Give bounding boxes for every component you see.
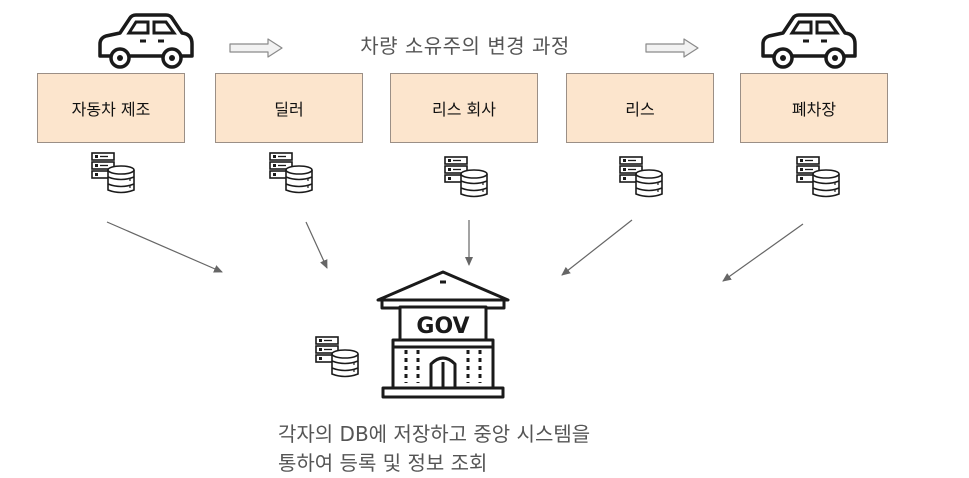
car-icon-right <box>761 13 857 69</box>
arrow-scrapyard-to-gov <box>722 223 804 282</box>
government-building-icon <box>376 270 510 399</box>
stage-box-lease: 리스 <box>566 73 714 143</box>
database-icon-lease <box>619 156 663 198</box>
connector-arrows <box>106 219 804 282</box>
stage-box-leasing-company: 리스 회사 <box>390 73 538 143</box>
stage-box-manufacturer: 자동차 제조 <box>37 73 185 143</box>
stage-box-scrapyard: 폐차장 <box>740 73 888 143</box>
gov-sign-text: GOV <box>416 314 469 339</box>
flow-arrow-right <box>645 38 699 58</box>
database-icon-manufacturer <box>91 152 135 194</box>
arrow-dealer-to-gov <box>305 221 328 269</box>
database-icon-scrapyard <box>796 156 840 198</box>
stage-box-dealer: 딜러 <box>215 73 363 143</box>
database-icon-leasing-company <box>444 156 488 198</box>
caption-line-2: 통하여 등록 및 정보 조회 <box>278 451 488 475</box>
arrow-manufacturer-to-gov <box>106 221 223 273</box>
database-icon-dealer <box>269 152 313 194</box>
caption: 각자의 DB에 저장하고 중앙 시스템을 통하여 등록 및 정보 조회 <box>278 420 698 478</box>
caption-line-1: 각자의 DB에 저장하고 중앙 시스템을 <box>278 422 591 446</box>
car-icon-left <box>98 13 194 69</box>
database-icon-central <box>315 336 359 378</box>
arrow-lease-to-gov <box>561 219 633 276</box>
flow-arrow-left <box>229 38 283 58</box>
diagram-title: 차량 소유주의 변경 과정 <box>360 34 570 58</box>
